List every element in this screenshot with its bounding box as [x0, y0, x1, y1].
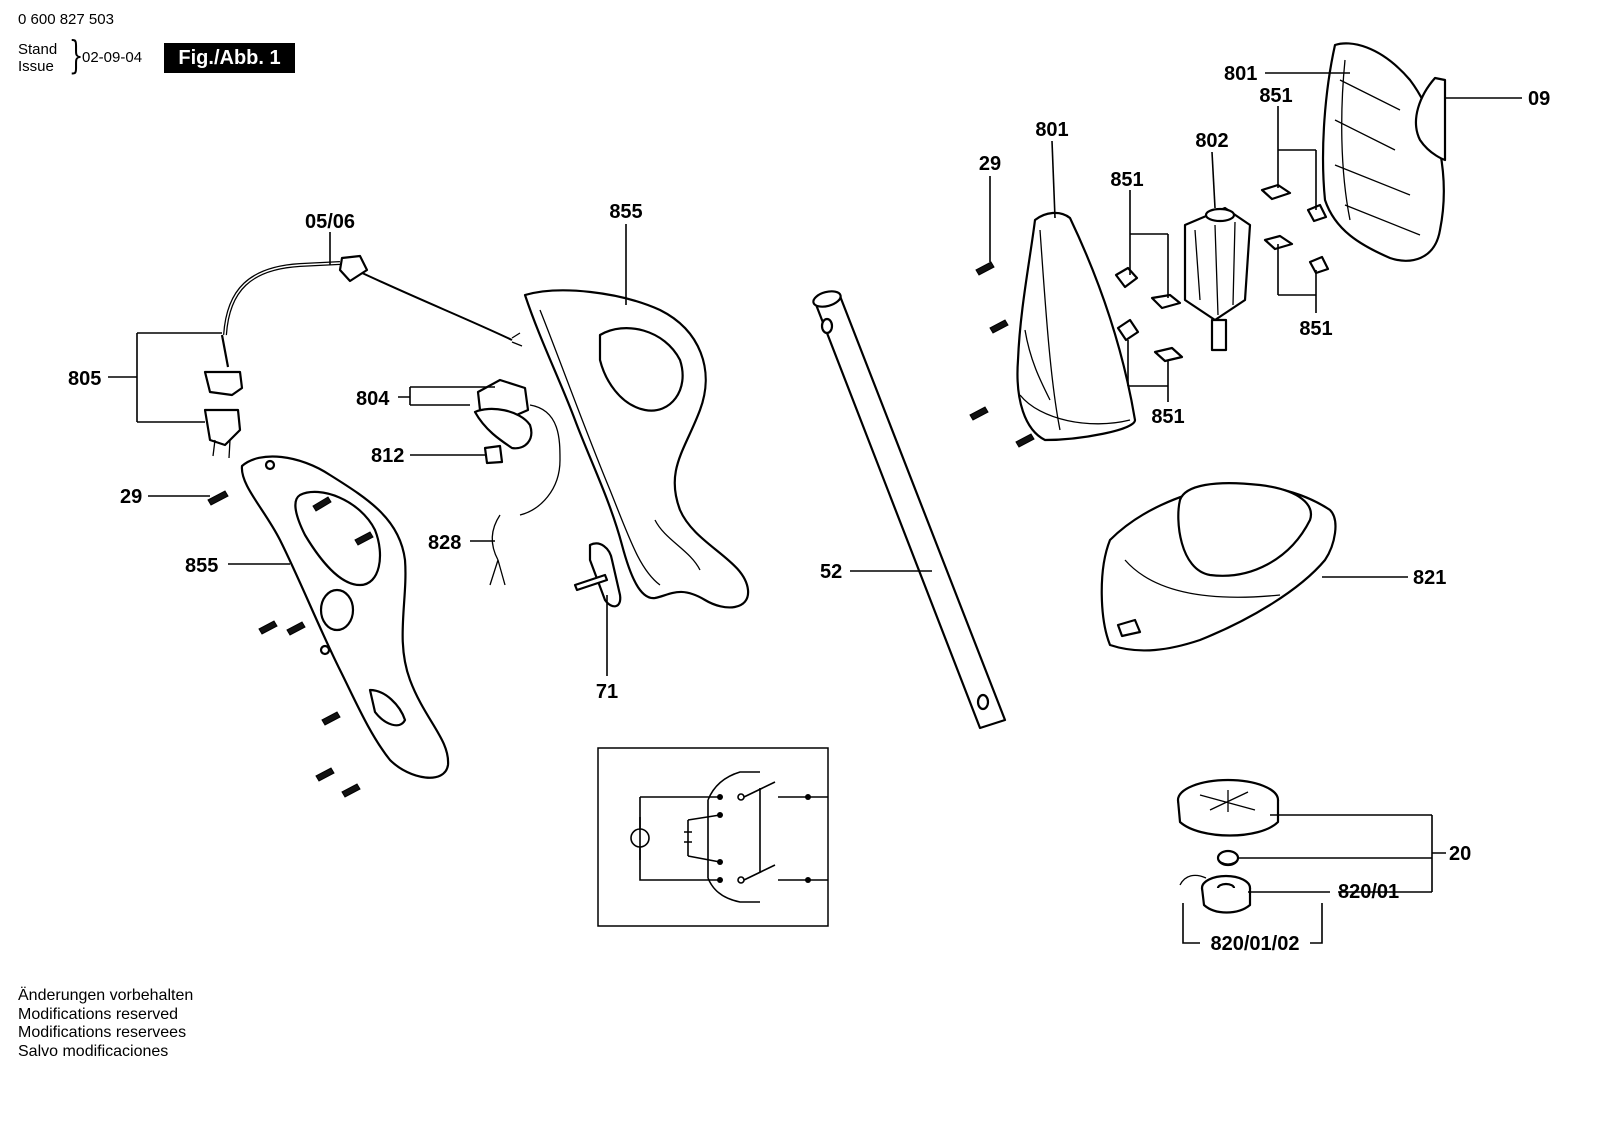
spool-assembly — [1176, 778, 1280, 914]
footer-line-es: Salvo modificaciones — [18, 1042, 169, 1060]
label-20: 20 — [1449, 843, 1471, 865]
label-851-a: 851 — [1110, 169, 1143, 191]
issue-label: Issue — [18, 58, 54, 75]
handle-half-left — [240, 455, 450, 779]
stand-label: Stand — [18, 41, 58, 58]
wiring-schematic — [597, 747, 829, 927]
stand-issue-labels: Stand Issue — [18, 41, 57, 75]
label-855-right: 855 — [609, 201, 642, 223]
screw-set-right — [969, 261, 1035, 448]
footer-line-de: Änderungen vorbehalten — [18, 987, 194, 1004]
footer-notice: Änderungen vorbehalten Modifications res… — [18, 987, 193, 1061]
screw-set-left — [207, 490, 374, 798]
switch-assembly — [473, 378, 561, 586]
label-851-b: 851 — [1259, 85, 1292, 107]
label-71: 71 — [596, 681, 618, 703]
motor-housing-rear — [1321, 42, 1445, 262]
brush-set — [1114, 183, 1330, 363]
motor-802 — [1183, 206, 1252, 352]
handle-half-right — [523, 289, 750, 609]
leader-lines — [108, 72, 1522, 944]
label-52: 52 — [820, 561, 842, 583]
label-09: 09 — [1528, 88, 1550, 110]
part-labels: 05/06 805 804 812 29 828 855 855 71 52 2… — [68, 63, 1550, 955]
label-805: 805 — [68, 368, 101, 390]
label-802: 802 — [1195, 130, 1228, 152]
label-29-left: 29 — [120, 486, 142, 508]
label-801-rear: 801 — [1224, 63, 1257, 85]
label-820-01: 820/01 — [1338, 881, 1399, 903]
label-812: 812 — [371, 445, 404, 467]
label-cable: 05/06 — [305, 211, 355, 233]
brace-symbol: } — [68, 33, 84, 77]
shaft-tube — [812, 290, 1007, 730]
motor-housing-front — [1016, 211, 1137, 442]
issue-date: 02-09-04 — [82, 49, 143, 66]
footer-line-en: Modifications reserved — [18, 1005, 179, 1023]
label-804: 804 — [356, 388, 390, 410]
label-851-c: 851 — [1299, 318, 1332, 340]
label-821: 821 — [1413, 567, 1446, 589]
part-number: 0 600 827 503 — [18, 11, 114, 28]
label-855-left: 855 — [185, 555, 218, 577]
label-820-01-02: 820/01/02 — [1211, 933, 1300, 955]
label-801-front: 801 — [1035, 119, 1068, 141]
label-828: 828 — [428, 532, 461, 554]
part-71-clip — [573, 542, 622, 608]
guard-821 — [1100, 482, 1337, 652]
cap-09 — [1415, 76, 1447, 162]
footer-line-fr: Modifications reservees — [18, 1024, 187, 1041]
mains-cable — [203, 254, 523, 459]
label-851-d: 851 — [1151, 406, 1184, 428]
label-29-right: 29 — [979, 153, 1001, 175]
figure-badge: Fig./Abb. 1 — [164, 43, 295, 73]
